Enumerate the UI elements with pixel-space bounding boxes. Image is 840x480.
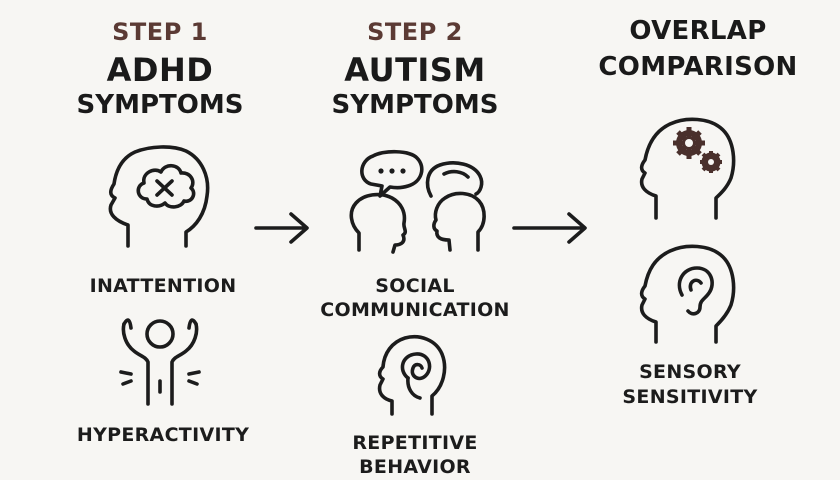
step-1-label: STEP 1 [112,18,208,46]
people-speech-bubbles-icon [349,149,486,254]
head-swirl-icon [377,335,447,416]
head-gears-icon [639,117,736,220]
head-ear-icon [639,244,736,344]
adhd-title: ADHD [106,51,214,89]
social-label: SOCIAL [375,275,455,297]
autism-symptoms-title: SYMPTOMS [331,90,499,120]
repetitive-label: REPETITIVE [352,432,478,454]
gear-large-icon [673,127,705,159]
sensory-label: SENSORY [639,361,741,383]
sensitivity-label: SENSITIVITY [622,386,758,408]
behavior-label: BEHAVIOR [359,456,471,478]
step-2-label: STEP 2 [367,18,463,46]
overlap-title: OVERLAP [629,16,767,46]
comparison-title: COMPARISON [598,52,798,82]
arrow-right-icon [254,212,309,244]
inattention-label: INATTENTION [89,275,237,297]
person-arms-raised-icon [119,318,201,406]
adhd-symptoms-title: SYMPTOMS [76,90,244,120]
head-cloud-x-icon [108,145,210,248]
gear-small-icon [700,151,722,173]
arrow-right-icon [512,212,587,244]
hyperactivity-label: HYPERACTIVITY [76,424,250,446]
autism-title: AUTISM [344,51,486,89]
communication-label: COMMUNICATION [320,299,510,321]
